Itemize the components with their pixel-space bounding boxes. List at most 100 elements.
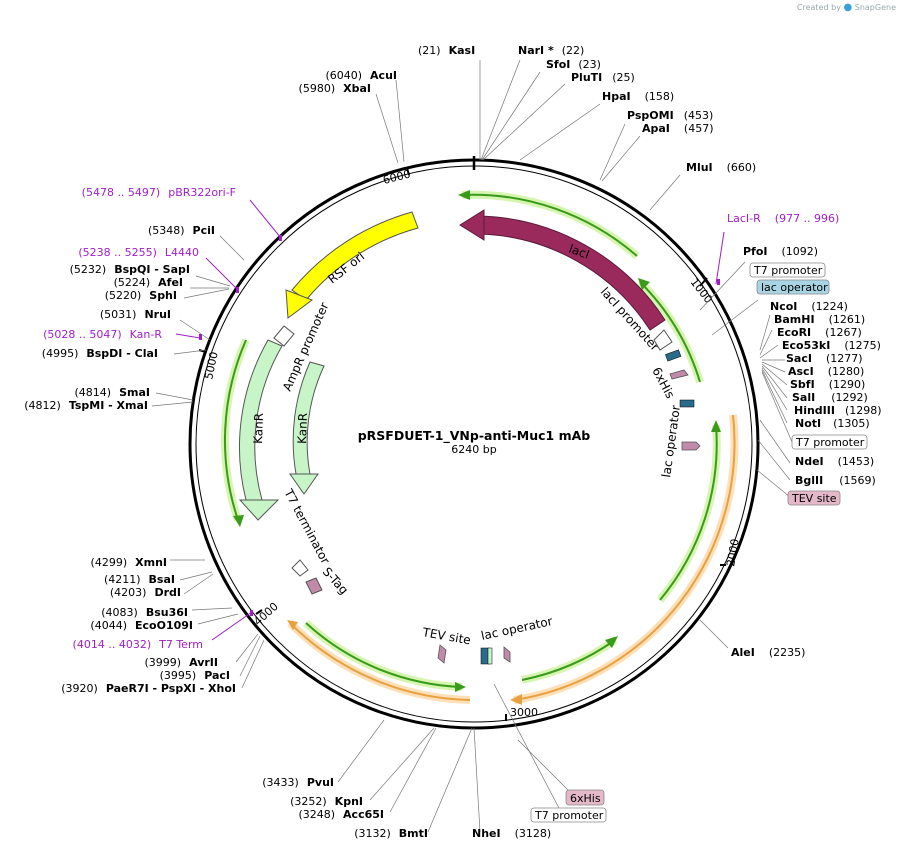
- site-avrii: (3999)AvrII: [145, 656, 218, 669]
- tick-3000: 3000: [510, 706, 538, 719]
- site-asci: AscI(1280): [788, 365, 864, 378]
- map-length: 6240 bp: [451, 443, 496, 456]
- primer-lines: [175, 199, 725, 641]
- box-t7-promoter-2: T7 promoter: [791, 434, 868, 450]
- site-eco53ki: Eco53kI(1275): [782, 339, 881, 352]
- site-xbai: (5980)XbaI: [299, 82, 371, 95]
- site-sphi: (5220)SphI: [105, 289, 177, 302]
- site-pcii: (5348)PciI: [148, 224, 215, 237]
- tick-4000: 4000: [251, 600, 281, 628]
- site-saci: SacI(1277): [786, 352, 863, 365]
- feature-orange-arc-right: [510, 414, 739, 705]
- site-pluti: PluTI(25): [571, 71, 635, 84]
- site-mlui: MluI(660): [686, 161, 756, 174]
- feature-green-arc-bottom-left: [303, 620, 466, 692]
- primer-laci-r: LacI-R(977 .. 996): [727, 212, 839, 225]
- tick-2000: 2000: [724, 538, 742, 568]
- kanr-1-label: KanR: [251, 413, 266, 444]
- tick-6000: 6000: [382, 168, 412, 187]
- tags-bottom: [437, 644, 511, 665]
- box-lac-operator-1: lac operator: [756, 279, 830, 295]
- site-xmni: (4299)XmnI: [91, 556, 167, 569]
- snapgene-brand: Created by ● SnapGene: [797, 2, 896, 13]
- svg-text:lac operator: lac operator: [761, 281, 828, 294]
- kanr-2-label: KanR: [295, 413, 310, 444]
- leader-lines: [151, 59, 793, 833]
- box-tev-site-1: TEV site: [787, 490, 841, 506]
- site-bglii: BglII(1569): [795, 474, 876, 487]
- tick-5000: 5000: [202, 351, 221, 381]
- site-afei: (5224)AfeI: [114, 276, 183, 289]
- svg-text:6xHis: 6xHis: [570, 792, 601, 805]
- feature-green-arc-right-inner: [656, 420, 721, 603]
- site-apai: ApaI(457): [642, 122, 714, 135]
- feature-kanr-2: KanR: [289, 361, 325, 495]
- site-ecori: EcoRI(1267): [777, 326, 862, 339]
- site-bsu36i: (4083)Bsu36I: [101, 606, 188, 619]
- site-acc65i: (3248)Acc65I: [298, 808, 384, 821]
- box-t7-promoter-1: T7 promoter: [749, 262, 826, 278]
- svg-text:T7 promoter: T7 promoter: [795, 436, 865, 449]
- site-bspdi: (4995)BspDI - ClaI: [42, 347, 158, 360]
- svg-text:T7 promoter: T7 promoter: [534, 809, 604, 822]
- primer-t7-term: (4014 .. 4032)T7 Term: [73, 638, 203, 651]
- site-hindiii: HindIII(1298): [794, 404, 882, 417]
- site-pvui: (3433)PvuI: [262, 776, 334, 789]
- tev-site-label: TEV site: [420, 625, 471, 647]
- created-by-text: Created by: [796, 3, 841, 12]
- site-bmti: (3132)BmtI: [354, 827, 428, 840]
- feature-green-arc-left: [220, 338, 250, 527]
- brand-name: SnapGene: [854, 3, 896, 12]
- site-acui: (6040)AcuI: [325, 69, 397, 82]
- primer-pbr322ori-f: (5478 .. 5497)pBR322ori-F: [82, 186, 236, 199]
- tags-right: [665, 349, 701, 451]
- site-bsai: (4211)BsaI: [104, 573, 175, 586]
- site-ncoi: NcoI(1224): [770, 300, 848, 313]
- primer-marks: [199, 235, 720, 616]
- lac-operator-label: lac operator: [659, 404, 683, 478]
- box-t7-promoter-3: T7 promoter: [530, 807, 607, 823]
- ampr-promoter-arrow: [273, 325, 295, 347]
- site-paci: (3995)PacI: [160, 669, 230, 682]
- feature-rsf-ori: RSF ori: [285, 211, 419, 319]
- site-ndei: NdeI(1453): [795, 455, 874, 468]
- site-psppomi: PspOMI(453): [627, 109, 713, 122]
- site-sfoi: SfoI(23): [546, 58, 601, 71]
- laci-label: lacI: [567, 242, 591, 262]
- site-tspmi: (4812)TspMI - XmaI: [24, 399, 148, 412]
- sixhis-label: 6xHis: [649, 365, 677, 401]
- tick-1000: 1000: [688, 276, 715, 306]
- site-drdi: (4203)DrdI: [110, 586, 181, 599]
- site-hpai: HpaI(158): [602, 90, 674, 103]
- feature-green-arc-top: [458, 190, 640, 260]
- feature-green-arc-right: [637, 278, 704, 384]
- feature-kanr-1: KanR: [238, 339, 283, 521]
- site-kpni: (3252)KpnI: [290, 795, 363, 808]
- feature-laci: lacI: [459, 209, 666, 331]
- site-alei: AleI(2235): [731, 646, 805, 659]
- site-nrui: (5031)NruI: [100, 308, 171, 321]
- laci-promoter-arrow: [653, 329, 673, 351]
- t7-terminator-label: T7 terminator: [281, 486, 333, 566]
- site-pfoi: PfoI(1092): [743, 245, 818, 258]
- site-paer7i: (3920)PaeR7I - PspXI - XhoI: [61, 682, 236, 695]
- primer-l4440: (5238 .. 5255)L4440: [78, 246, 199, 259]
- site-sbfi: SbfI(1290): [790, 378, 865, 391]
- site-smai: (4814)SmaI: [75, 386, 150, 399]
- stag-arrow: [305, 577, 323, 595]
- site-nhei: NheI(3128): [472, 827, 551, 840]
- box-sixhis-2: 6xHis: [565, 789, 605, 806]
- t7-terminator-arrow: [291, 559, 309, 577]
- snapgene-logo-icon: ●: [843, 2, 853, 13]
- stag-label: S-Tag: [320, 565, 351, 598]
- site-sali: SalI(1292): [792, 391, 868, 404]
- site-kasi: (21)KasI: [418, 44, 475, 57]
- site-bamhi: BamHI(1261): [774, 313, 865, 326]
- site-bspqi: (5232)BspQI - SapI: [70, 263, 190, 276]
- primer-kan-r: (5028 .. 5047)Kan-R: [43, 328, 162, 341]
- feature-orange-arc-bottom-left: [287, 620, 471, 704]
- lac-operator-b-label: lac operator: [480, 614, 554, 643]
- site-nari: NarI *(22): [518, 44, 584, 57]
- feature-green-arc-bottom: [521, 636, 618, 684]
